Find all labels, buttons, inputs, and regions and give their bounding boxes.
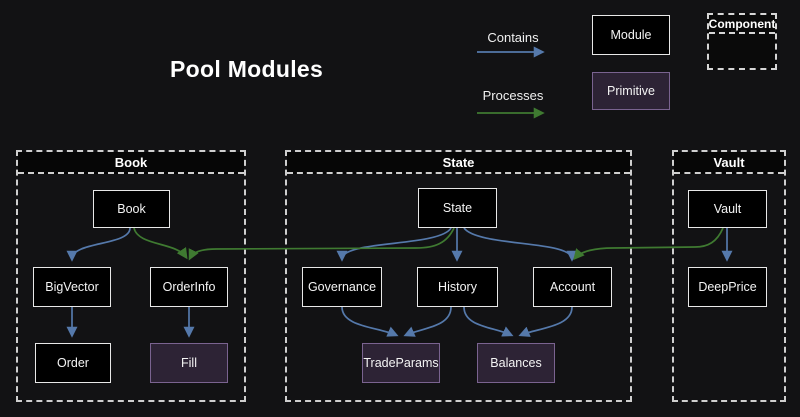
node-balances-label: Balances [490, 356, 542, 370]
node-history-label: History [438, 280, 477, 294]
legend-primitive-label: Primitive [607, 84, 655, 98]
node-state-label: State [442, 201, 473, 215]
node-book: Book [93, 190, 170, 228]
legend-processes-label: Processes [482, 88, 544, 103]
node-deepprice-label: DeepPrice [698, 280, 757, 294]
legend-component-label: Component [709, 15, 775, 34]
node-fill-label: Fill [181, 356, 197, 370]
edge-state-account [463, 227, 578, 262]
node-governance: Governance [302, 267, 382, 307]
node-governance-label: Governance [307, 280, 377, 294]
edge-vault-account [573, 227, 724, 261]
node-state: State [418, 188, 497, 228]
node-history: History [417, 267, 498, 307]
legend-contains-label: Contains [487, 30, 539, 45]
node-vault-label: Vault [713, 202, 742, 216]
edge-state-orderinfo [188, 227, 455, 261]
edge-account-balances [518, 306, 573, 337]
edge-history-tradeparams [403, 306, 452, 337]
node-vault: Vault [688, 190, 767, 228]
node-book-label: Book [117, 202, 146, 216]
node-tradeparams: TradeParams [362, 343, 440, 383]
node-account: Account [533, 267, 612, 307]
edge-history-balances [463, 306, 514, 337]
legend-module-label: Module [610, 28, 652, 42]
container-vault: Vault [672, 150, 786, 402]
edge-governance-tradeparams [341, 306, 399, 337]
legend-component-box: Component [707, 13, 777, 70]
edge-book-bigvector [66, 227, 131, 262]
node-fill: Fill [150, 343, 228, 383]
node-order-label: Order [57, 356, 89, 370]
page-title: Pool Modules [170, 56, 324, 82]
node-order: Order [35, 343, 111, 383]
node-deepprice: DeepPrice [688, 267, 767, 307]
node-bigvector-label: BigVector [45, 280, 99, 294]
legend-primitive-box: Primitive [592, 72, 670, 110]
node-orderinfo-label: OrderInfo [162, 280, 216, 294]
container-book: Book [16, 150, 246, 402]
edge-state-governance [336, 227, 452, 262]
node-orderinfo: OrderInfo [150, 267, 228, 307]
node-tradeparams-label: TradeParams [363, 356, 439, 370]
node-account-label: Account [549, 280, 596, 294]
edge-book-orderinfo [133, 227, 188, 260]
container-vault-title: Vault [674, 152, 784, 174]
node-bigvector: BigVector [33, 267, 111, 307]
container-state-title: State [287, 152, 630, 174]
node-balances: Balances [477, 343, 555, 383]
legend-module-box: Module [592, 15, 670, 55]
container-state: State [285, 150, 632, 402]
container-book-title: Book [18, 152, 244, 174]
